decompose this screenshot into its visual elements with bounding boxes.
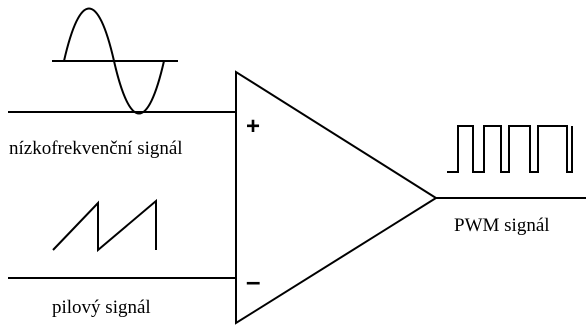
comparator-triangle bbox=[235, 70, 438, 325]
sawtooth-wave bbox=[52, 198, 157, 253]
pwm-waveform bbox=[447, 125, 573, 173]
minus-sign: – bbox=[246, 266, 260, 296]
plus-sign: + bbox=[246, 113, 260, 140]
output-label: PWM signál bbox=[454, 215, 550, 236]
sine-input-label: nízkofrekvenční signál bbox=[9, 138, 183, 159]
sawtooth-input-label: pilový signál bbox=[52, 297, 151, 318]
sine-wave bbox=[63, 7, 165, 115]
